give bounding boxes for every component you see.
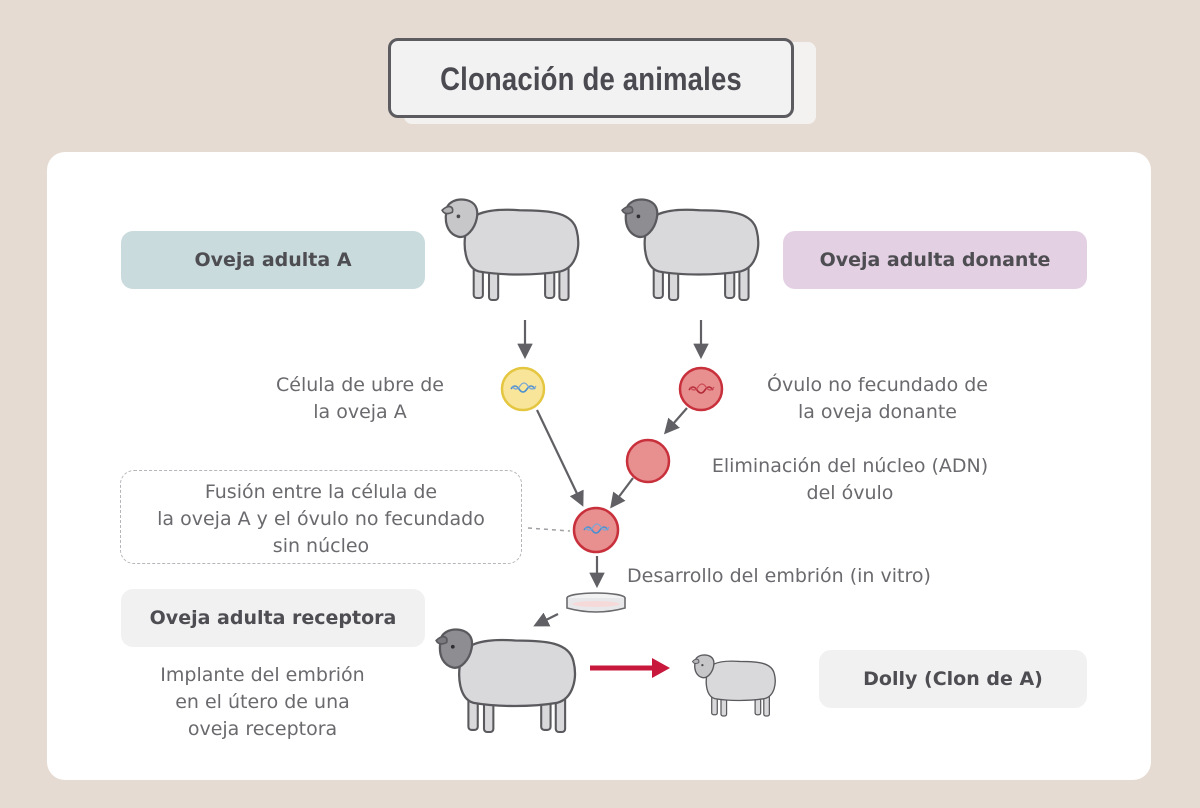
title-box: Clonación de animales (388, 38, 794, 118)
fusion-label: Fusión entre la célula de la oveja A y e… (130, 479, 512, 560)
udder-cell-line1: Célula de ubre de (275, 374, 444, 396)
pill-sheep-a: Oveja adulta A (121, 231, 425, 289)
implant-line1: Implante del embrión (160, 664, 365, 686)
implant-line3: oveja receptora (187, 718, 338, 740)
removal-line1: Eliminación del núcleo (ADN) (711, 455, 989, 477)
implant-line2: en el útero de una (175, 691, 350, 713)
removal-line2: del óvulo (806, 482, 894, 504)
pill-recipient-sheep: Oveja adulta receptora (121, 589, 425, 647)
udder-cell-icon (500, 366, 546, 412)
sheep-a-icon (440, 198, 580, 302)
enucleated-egg-icon (625, 438, 671, 484)
udder-cell-label: Célula de ubre de la oveja A (250, 372, 470, 426)
fusion-callout-connector (527, 527, 571, 532)
recipient-sheep-icon (435, 628, 577, 734)
arrow-dish-to-recipient (533, 612, 559, 627)
egg-label: Óvulo no fecundado de la oveja donante (745, 372, 1010, 426)
fusion-callout-box (120, 470, 522, 564)
arrow-cell-to-fusion (536, 409, 584, 507)
donor-sheep-icon (620, 198, 760, 302)
pill-donor-sheep: Oveja adulta donante (783, 231, 1087, 289)
donor-egg-icon (678, 366, 724, 412)
dolly-sheep-icon (691, 654, 776, 717)
embryo-development-label: Desarrollo del embrión (in vitro) (627, 565, 931, 587)
fusion-line2: la oveja A y el óvulo no fecundado (157, 508, 485, 530)
pill-dolly: Dolly (Clon de A) (819, 650, 1087, 708)
arrow-enucleated-to-fusion (610, 477, 634, 509)
implant-label: Implante del embrión en el útero de una … (130, 662, 395, 743)
arrow-egg-to-enucleated (663, 407, 688, 435)
nucleus-removal-label: Eliminación del núcleo (ADN) del óvulo (690, 453, 1010, 507)
title-banner: Clonación de animales (388, 38, 816, 124)
fused-cell-icon (572, 506, 620, 554)
fusion-line3: sin núcleo (272, 535, 370, 557)
egg-line1: Óvulo no fecundado de (767, 374, 988, 396)
red-arrow-icon (590, 658, 670, 678)
udder-cell-line2: la oveja A (313, 401, 407, 423)
page-title: Clonación de animales (440, 61, 742, 97)
egg-line2: la oveja donante (797, 401, 958, 423)
petri-dish-icon (566, 592, 626, 613)
fusion-line1: Fusión entre la célula de (204, 481, 438, 503)
